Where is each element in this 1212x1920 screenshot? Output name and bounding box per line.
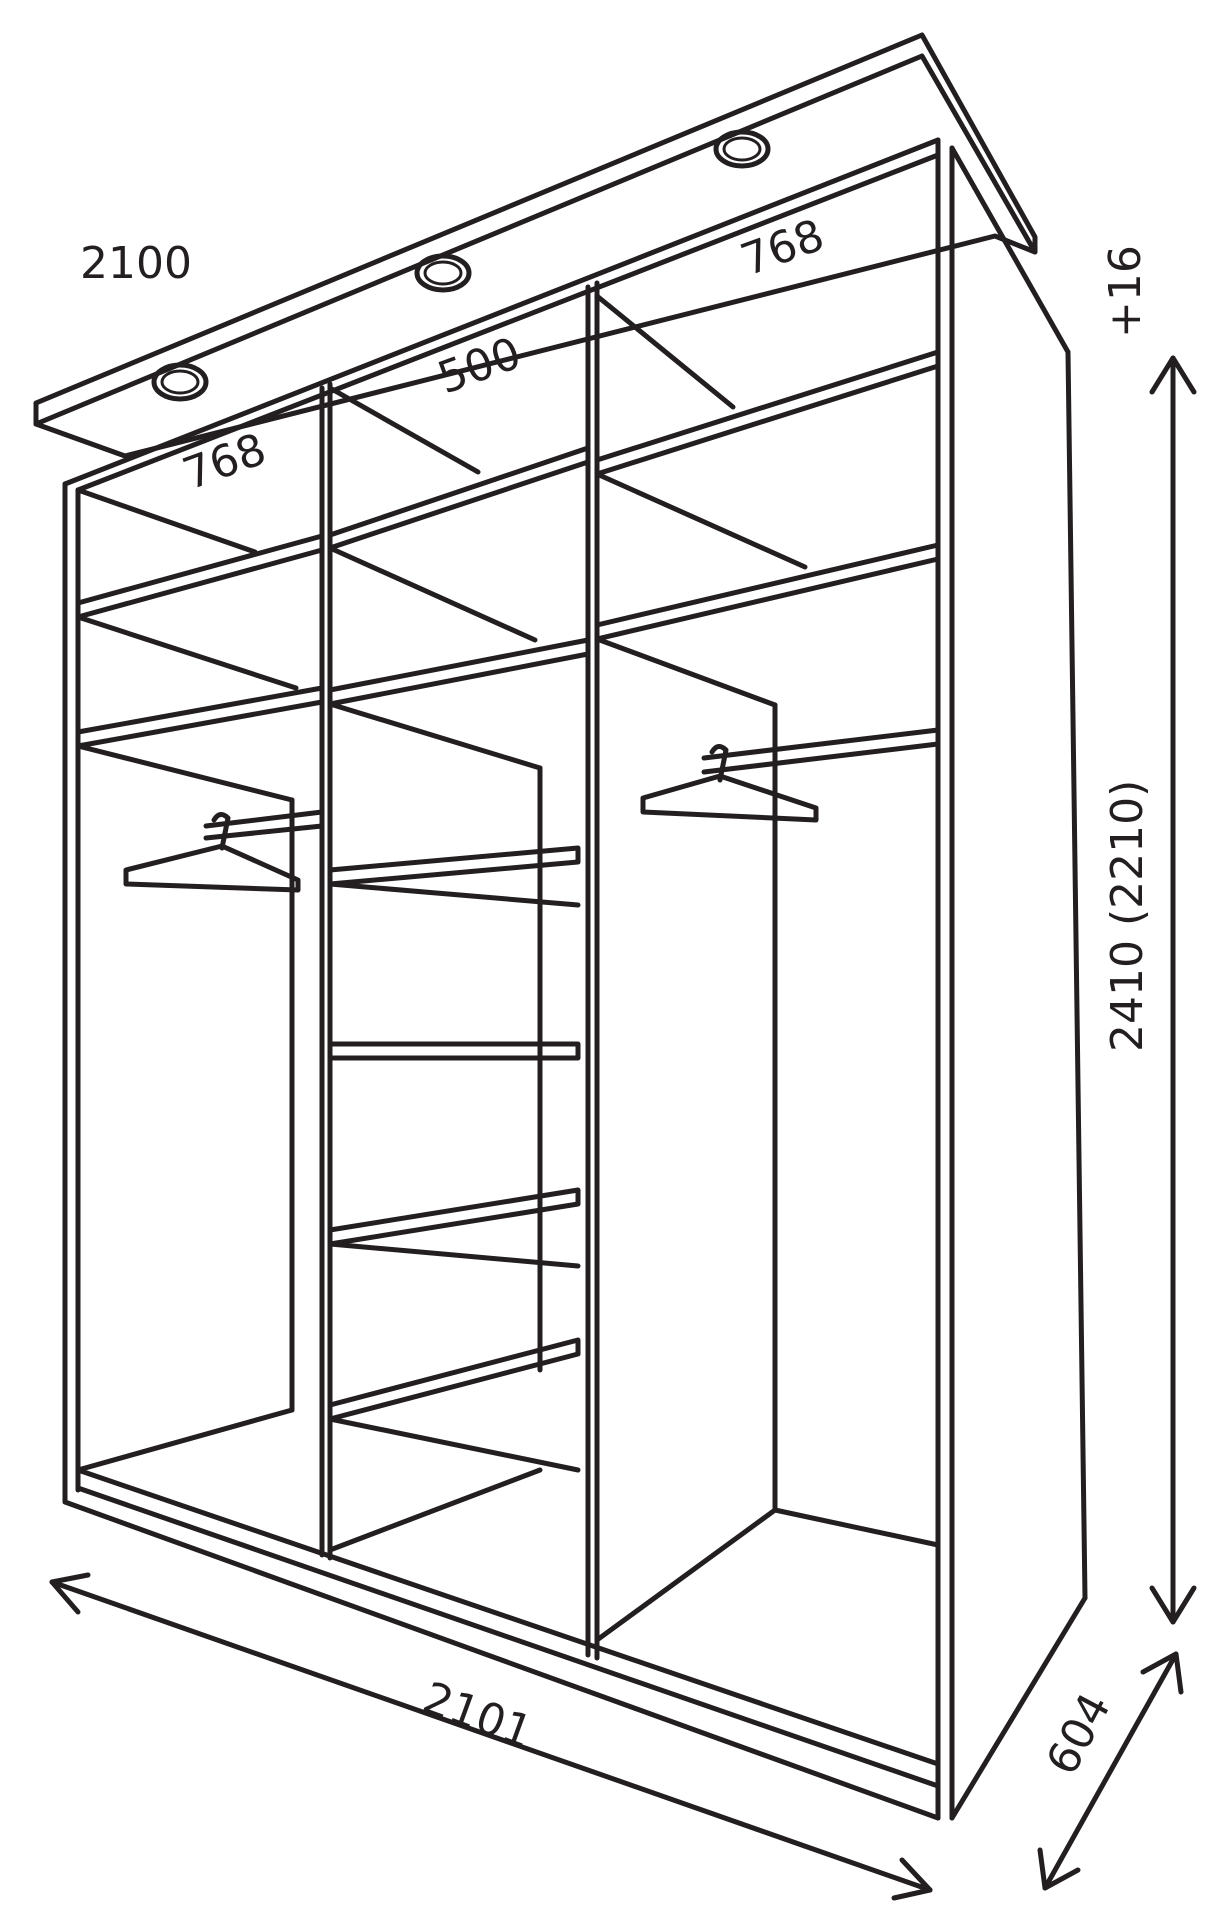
ceiling-light	[414, 253, 472, 293]
shelf	[327, 845, 581, 908]
shelf	[75, 685, 325, 803]
hanging-rod	[701, 727, 941, 775]
dimension-arrow-width	[49, 1572, 933, 1901]
shelf	[594, 349, 941, 570]
ceiling-panel	[33, 32, 1038, 459]
wardrobe-outline	[33, 32, 1197, 1901]
label-bottom-width: 2101	[416, 1672, 539, 1758]
partition-right	[585, 280, 600, 1661]
label-middle-section-width: 500	[431, 328, 527, 405]
label-top-plus: +16	[1100, 245, 1151, 338]
label-height: 2410 (2210)	[1102, 780, 1153, 1052]
partition-left	[319, 381, 333, 1561]
shelf	[327, 1337, 581, 1473]
shelf	[327, 445, 591, 643]
dimension-arrow-height	[1149, 355, 1197, 1625]
shelf	[594, 542, 941, 708]
ceiling-light	[151, 362, 209, 402]
ceiling-light	[713, 129, 771, 169]
cabinet-carcass	[62, 137, 1088, 1821]
shelf	[327, 1187, 581, 1269]
hanger-left	[123, 812, 301, 893]
shelf	[327, 1041, 581, 1061]
label-right-section-width: 768	[734, 210, 830, 287]
hanger-right	[640, 744, 819, 823]
label-top-width: 2100	[80, 238, 192, 289]
shelf	[327, 637, 591, 771]
back-wall-lines	[75, 293, 941, 1643]
shelf	[75, 533, 325, 691]
label-depth: 604	[1037, 1685, 1121, 1783]
dimension-arrow-depth	[1037, 1651, 1184, 1891]
